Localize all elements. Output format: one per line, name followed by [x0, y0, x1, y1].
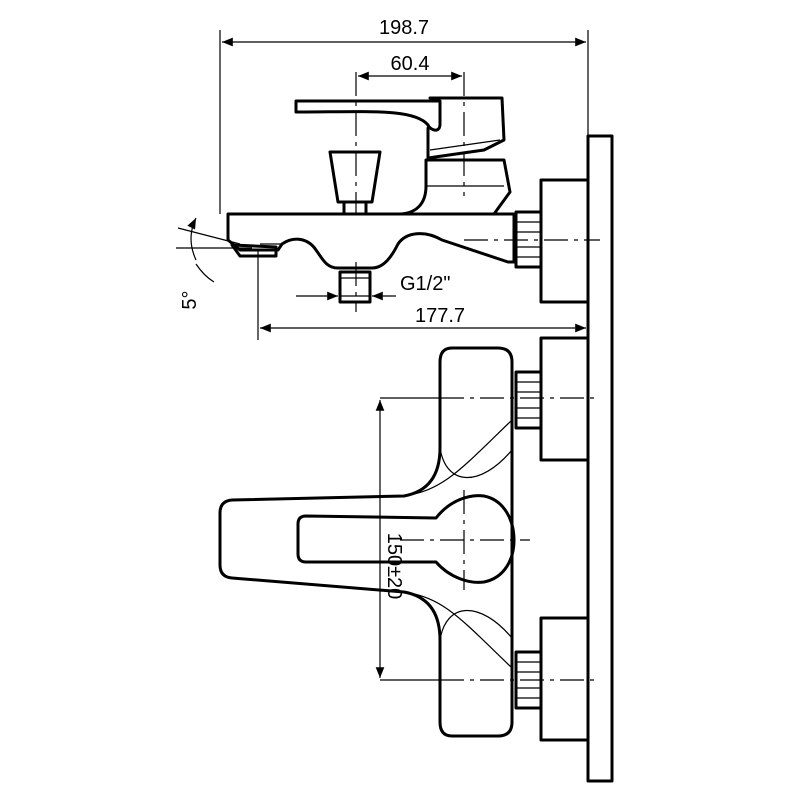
wall: [586, 134, 614, 783]
dim-tilt-angle: 5°: [179, 290, 201, 309]
faucet-body-front: [218, 346, 514, 738]
diverter-knob: [328, 150, 382, 204]
wall-flange-side: [539, 178, 590, 304]
dim-center-distance: 150±20: [383, 533, 405, 600]
hex-nut-upper: [514, 370, 543, 430]
faucet-body-side: [226, 212, 516, 270]
dim-handle-offset: 60.4: [391, 53, 430, 75]
dim-overall-length: 198.7: [379, 17, 429, 39]
spout-nozzle: [338, 270, 372, 304]
dimension-lines: [176, 30, 589, 681]
wall-flange-upper: [539, 336, 590, 462]
dim-thread-size: G1/2": [400, 273, 450, 295]
dim-spout-length: 177.7: [415, 305, 465, 327]
cartridge-housing: [396, 158, 512, 216]
wall-flange-lower: [539, 616, 590, 742]
front-view: [218, 336, 600, 742]
lever-handle-side: [294, 99, 442, 132]
side-view: [226, 72, 600, 312]
lever-arm-front: [296, 494, 516, 584]
